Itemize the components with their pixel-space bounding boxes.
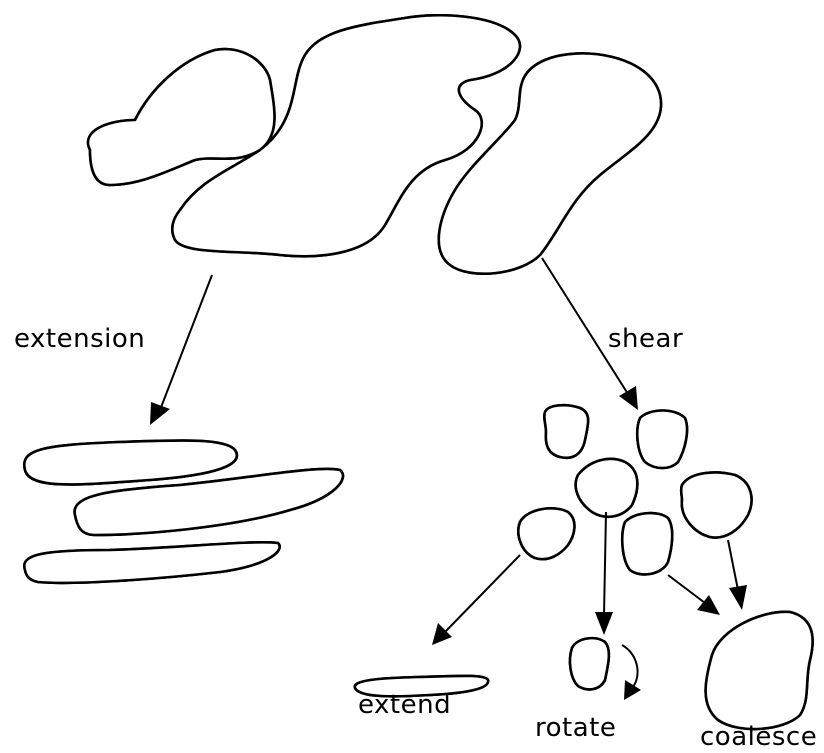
coalesce-arrow-right-head — [729, 585, 747, 610]
extension-label: extension — [14, 324, 145, 354]
rotate-down-arrow-head — [595, 612, 613, 635]
shear-label: shear — [608, 324, 683, 354]
fragment-3-border — [576, 459, 638, 517]
extend-label: extend — [358, 690, 451, 720]
fragment-5 — [612, 505, 682, 582]
extended-blob-1-border — [24, 440, 237, 484]
top-right-blob-border — [439, 53, 661, 273]
fragment-4 — [510, 499, 587, 566]
coalesce-label: coalesce — [700, 722, 817, 752]
fragment-3 — [567, 450, 649, 525]
coalesced-fragment-border — [706, 612, 813, 729]
extended-blob-3 — [12, 538, 293, 588]
rotate-down-arrow — [604, 512, 606, 615]
fragment-4-border — [518, 508, 574, 559]
coalesce-arrow-left-head — [697, 595, 720, 615]
extend-arrow-head — [432, 623, 452, 645]
coalesce-arrow-right — [728, 540, 738, 590]
rotation-arc-head — [624, 680, 641, 700]
fragment-2 — [631, 401, 692, 477]
coalesce-arrow-left — [668, 575, 705, 603]
rotate-label: rotate — [535, 713, 616, 743]
shear-arrow-head — [619, 386, 638, 410]
coalesced-fragment — [697, 601, 821, 738]
rotated-fragment — [563, 626, 616, 699]
fragment-6-border — [681, 472, 751, 537]
rotated-fragment-border — [570, 638, 609, 689]
extension-arrow — [160, 275, 212, 410]
fragment-1 — [540, 397, 593, 465]
fragment-5-border — [622, 513, 672, 574]
fragment-1-border — [544, 405, 588, 458]
fragment-2-border — [637, 411, 687, 469]
extension-arrow-head — [150, 402, 170, 425]
extended-blob-3-border — [24, 542, 279, 583]
fragment-6 — [677, 460, 762, 550]
extend-arrow — [445, 555, 520, 632]
